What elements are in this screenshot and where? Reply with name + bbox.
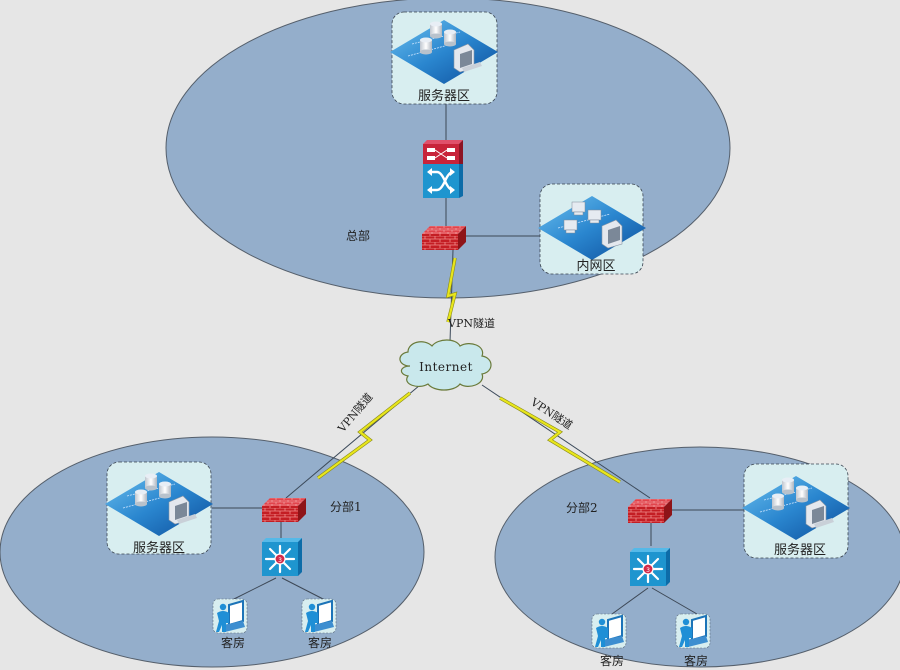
b1-client-1-label: 客房 xyxy=(221,635,245,650)
b2-client-1-label: 客房 xyxy=(600,653,624,668)
vpn-label-branch1: VPN隧道 xyxy=(334,390,376,436)
link-b1switch-client2 xyxy=(281,577,326,601)
link-b1switch-client1 xyxy=(231,577,277,601)
b2-switch[interactable] xyxy=(628,546,672,588)
link-b2switch-client1 xyxy=(611,587,649,615)
b1-server-zone[interactable]: 服务器区 xyxy=(104,461,214,556)
firewall-icon xyxy=(422,226,466,250)
firewall-icon xyxy=(262,498,306,522)
laptop-user-icon xyxy=(675,613,711,649)
b1-server-label: 服务器区 xyxy=(133,540,185,556)
b2-server-zone[interactable]: 服务器区 xyxy=(741,463,851,559)
switch-icon xyxy=(423,164,463,198)
vpn-label-hq: VPN隧道 xyxy=(447,316,495,330)
hq-intranet-zone[interactable]: 内网区 xyxy=(537,183,647,275)
b1-firewall[interactable] xyxy=(262,498,306,522)
internet-cloud[interactable]: Internet xyxy=(399,339,492,391)
b2-server-label: 服务器区 xyxy=(774,542,826,558)
zone-hq-label: 总部 xyxy=(346,228,370,243)
link-b2switch-client2 xyxy=(651,587,698,615)
zone-branch1 xyxy=(0,436,425,668)
internet-label: Internet xyxy=(419,360,473,374)
laptop-user-icon xyxy=(301,598,337,634)
vpn-link-branch1 xyxy=(285,384,421,499)
hq-server-zone[interactable]: 服务器区 xyxy=(389,11,499,105)
laptop-user-icon xyxy=(591,613,627,649)
cloud-icon xyxy=(399,339,492,391)
l3-switch-icon xyxy=(628,546,672,588)
b1-client-1[interactable]: 客房 xyxy=(212,598,248,650)
zone-branch1-label: 分部1 xyxy=(330,499,362,514)
b2-client-1[interactable]: 客房 xyxy=(591,613,627,668)
b1-client-2-label: 客房 xyxy=(308,635,332,650)
vpn-link-branch2 xyxy=(481,384,651,499)
b2-firewall[interactable] xyxy=(628,499,672,523)
vpn-link-hq xyxy=(445,249,458,343)
zone-branch2-label: 分部2 xyxy=(566,500,598,515)
b2-client-2-label: 客房 xyxy=(684,653,708,668)
hq-firewall[interactable] xyxy=(422,226,466,250)
b2-client-2[interactable]: 客房 xyxy=(675,613,711,668)
b1-switch[interactable] xyxy=(260,536,304,578)
hq-server-label: 服务器区 xyxy=(418,88,470,104)
hq-core-switch[interactable] xyxy=(423,140,463,198)
l3-switch-icon xyxy=(260,536,304,578)
router-icon xyxy=(423,140,463,164)
hq-intranet-label: 内网区 xyxy=(576,258,615,274)
laptop-user-icon xyxy=(212,598,248,634)
firewall-icon xyxy=(628,499,672,523)
b1-client-2[interactable]: 客房 xyxy=(301,598,337,650)
